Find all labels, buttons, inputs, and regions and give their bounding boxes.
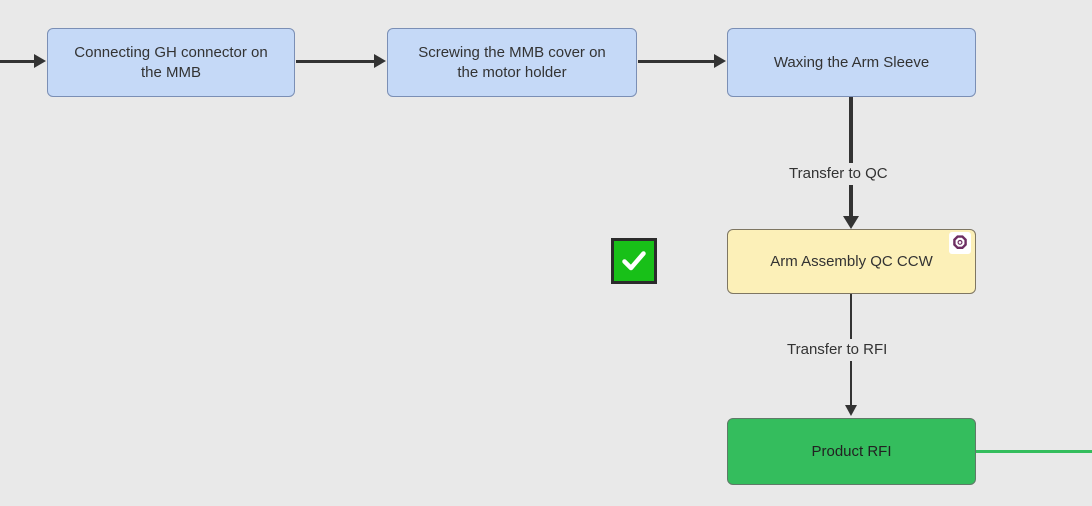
edge-node1-node2-line	[296, 60, 374, 63]
edge-transfer-to-qc-arrowhead	[843, 216, 859, 229]
edge-transfer-to-rfi-label: Transfer to RFI	[781, 339, 894, 361]
edge-transfer-to-qc-label: Transfer to QC	[783, 163, 894, 185]
node-label: Connecting GH connector on the MMB	[74, 43, 268, 81]
node-label: Screwing the MMB cover on the motor hold…	[418, 43, 606, 81]
edge-node2-node3-arrowhead	[714, 54, 726, 68]
node-label: Arm Assembly QC CCW	[770, 252, 933, 270]
node-screwing-mmb-cover[interactable]: Screwing the MMB cover on the motor hold…	[387, 28, 637, 97]
edge-incoming-arrowhead	[34, 54, 46, 68]
gear-icon[interactable]	[949, 232, 971, 254]
edge-transfer-to-rfi-arrowhead	[845, 405, 857, 416]
node-label: Product RFI	[811, 442, 892, 460]
node-connecting-gh-connector[interactable]: Connecting GH connector on the MMB	[47, 28, 295, 97]
edge-incoming-line	[0, 60, 36, 63]
edge-node2-node3-line	[638, 60, 714, 63]
edge-rfi-outgoing-line	[976, 450, 1092, 453]
edge-node1-node2-arrowhead	[374, 54, 386, 68]
node-label: Waxing the Arm Sleeve	[773, 53, 930, 71]
edge-transfer-to-qc-line	[849, 97, 853, 219]
node-arm-assembly-qc-ccw[interactable]: Arm Assembly QC CCW	[727, 229, 976, 294]
completed-check-icon	[611, 238, 657, 284]
node-product-rfi[interactable]: Product RFI	[727, 418, 976, 485]
node-waxing-arm-sleeve[interactable]: Waxing the Arm Sleeve	[727, 28, 976, 97]
